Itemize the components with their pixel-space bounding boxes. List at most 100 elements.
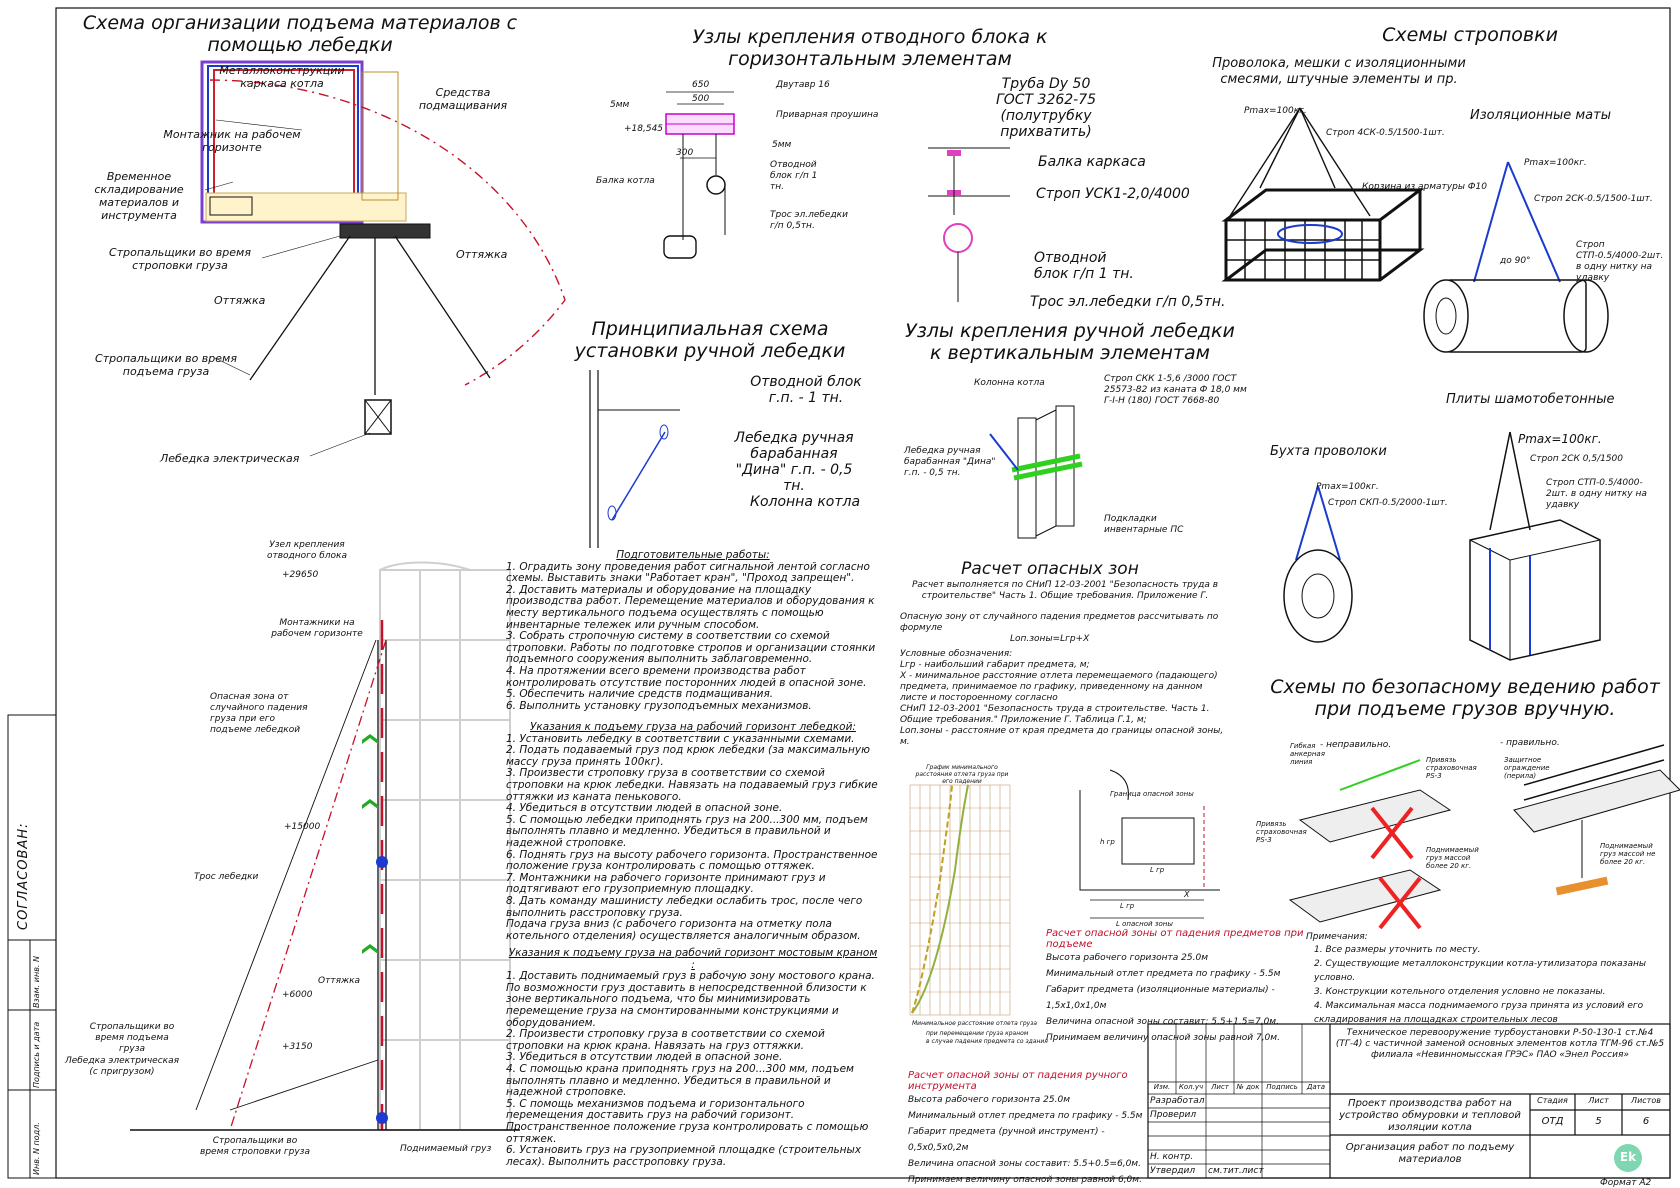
tb-approver: см.тит.лист [1208,1166,1264,1176]
tb-format: Формат A2 [1600,1178,1652,1188]
elev-danger: Опасная зона от случайного падения груза… [210,692,308,735]
elev-mark-3: +6000 [282,990,313,1000]
label-guy1: Оттяжка [456,248,508,261]
crane-item: 6. Установить груз на грузоприемной площ… [506,1144,862,1168]
elev-mark-2: +15000 [284,822,321,832]
plates-title: Плиты шамотобетонные [1446,392,1615,407]
prep-item: 5. Обеспечить наличие средств подмащиван… [506,688,774,701]
crane-instr-title: Указания к подъему груза на рабочий гори… [508,947,878,971]
danger-line: Lгр - наибольший габарит предмета, м; [900,660,1090,670]
winch-item: 2. Подать подаваемый груз под крюк лебед… [506,744,870,768]
manual-nodes-title: Узлы крепления ручной лебедки к вертикал… [905,320,1235,364]
graph-title: График минимального расстояния отлета гр… [915,764,1009,785]
danger-conditions: Условные обозначения: [900,649,1013,659]
safe-flex-line: Гибкая анкерная линия [1290,742,1325,766]
pmax-2: Pmax=100кг. [1524,158,1587,168]
winch-item: 3. Произвести строповку груза в соответс… [506,767,878,803]
elev-rope: Трос лебедки [194,872,259,882]
tb-role: Н. контр. [1150,1152,1194,1162]
crane-item: 2. Произвести строповку груза в соответс… [506,1028,825,1052]
label-sling-usk: Строп УСК1-2,0/4000 [1036,186,1190,202]
dim-500: 500 [692,94,710,104]
elev-slingers-sling: Стропальщики во время строповки груза [200,1136,310,1157]
crane-item: 4. С помощью крана приподнять груз на 20… [506,1062,854,1099]
elev-guy: Оттяжка [318,976,361,986]
safe-harness-2: Привязь страховочная PS-3 [1256,820,1307,844]
dim-weld1: 5мм [610,100,630,110]
tb-header-row: Изм. Кол.уч Лист № док Подпись Дата [1148,1083,1330,1094]
fig-lzone: L опасной зоны [1116,920,1173,928]
winch-item: 4. Убедиться в отсутствии людей в опасно… [506,802,783,815]
label-installer: Монтажник на рабочем горизонте [163,128,301,154]
label-node-sling: Строп СКК 1-5,6 /3000 ГОСТ 25573-82 из к… [1104,374,1247,406]
label-manual-winch: Лебедка ручная барабанная "Дина" г.п. - … [734,430,854,494]
danger-formula-intro: Опасную зону от случайного падения предм… [900,612,1219,633]
tb-sheet-hdr: Стадия [1537,1096,1568,1105]
load-line: Высота рабочего горизонта 25.0м [1046,953,1209,963]
label-strip: Приварная проушина [776,110,879,120]
elev-load: Поднимаемый груз [400,1144,492,1154]
dim-300: 300 [676,148,694,158]
load-line: Минимальный отлет предмета по графику - … [1046,969,1281,979]
note-item: 2. Существующие металлоконструкции котла… [1314,959,1646,983]
label-column: Колонна котла [750,494,861,510]
manual-winch-title: Принципиальная схема установки ручной ле… [574,318,846,362]
danger-basis: Расчет выполняется по СНиП 12-03-2001 "Б… [911,580,1219,601]
tb-sheet-header: Стадия Лист Листов [1530,1096,1670,1105]
elev-installers: Монтажники на рабочем горизонте [271,618,363,639]
prep-item: 6. Выполнить установку грузоподъемных ме… [506,699,812,712]
elev-slingers-lift: Стропальщики во время подъема груза [89,1022,175,1054]
fig-h: h гр [1100,838,1115,846]
label-node-winch: Лебедка ручная барабанная "Дина" г.п. - … [904,446,996,478]
label-manual-block: Отводной блок г.п. - 1 тн. [750,374,862,406]
side-vzam: Взам. инв. N [32,956,41,1008]
elev-mark-1: +29650 [282,570,319,580]
tb-sheet-hdr: Лист [1588,1096,1609,1105]
label-boiler-beam: Балка котла [596,176,655,186]
winch-item: Подача груза вниз (с рабочего горизонта … [506,918,861,942]
tb-role: Утвердил [1150,1166,1196,1176]
tb-doc: Проект производства работ на устройство … [1339,1098,1521,1133]
tool-line: Величина опасной зоны составит: 5.5+0.5=… [908,1159,1141,1169]
label-winch: Лебедка электрическая [160,452,300,465]
sling-6: Строп СТП-0.5/4000-2шт. в одну нитку на … [1546,478,1647,510]
sling-1: Строп 4СК-0.5/1500-1шт. [1326,128,1445,138]
tb-hdr: Кол.уч [1178,1083,1204,1091]
pulley-nodes-title: Узлы крепления отводного блока к горизон… [692,26,1048,70]
fig-lx: L гр [1120,902,1135,910]
tool-line: Высота рабочего горизонта 25.0м [908,1095,1071,1105]
safe-lift-title: Схемы по безопасному ведению работ при п… [1270,676,1660,720]
tool-line: Габарит предмета (ручной инструмент) - 0… [908,1127,1105,1153]
crane-item: 3. Убедиться в отсутствии людей в опасно… [506,1051,783,1064]
danger-line: СНиП 12-03-2001 "Безопасность труда в ст… [900,704,1210,725]
load-line: Габарит предмета (изоляционные материалы… [1046,985,1275,1011]
side-sign-date: Подпись и дата [32,1021,41,1088]
load-line: Принимаем величину опасной зоны равной 7… [1046,1033,1280,1043]
sling-5: Строп 2СК 0,5/1500 [1530,454,1624,464]
label-frame: Металлоконструкции каркаса котла [219,64,345,90]
winch-item: 8. Дать команду машинисту лебедки ослаби… [506,894,863,919]
dim-weld2: 5мм [772,140,792,150]
prep-item: 2. Доставить материалы и оборудование на… [506,583,875,631]
graph-legend: при перемещении груза краном в случае па… [926,1030,1066,1046]
crane-instructions: Указания к подъему груза на рабочий гори… [506,947,880,1168]
prep-item: 1. Оградить зону проведения работ сигнал… [506,560,870,585]
basket-label: Корзина из арматуры Ф10 [1362,182,1487,192]
danger-formula: Lоп.зоны=Lгр+X [1010,634,1090,644]
winch-item: 5. С помощью лебедки приподнять груз на … [506,813,868,849]
winch-instr-title: Указания к подъему груза на рабочий гори… [530,721,856,733]
danger-line: X - минимальное расстояние отлета переме… [900,671,1218,703]
load-calc: Расчет опасной зоны от падения предметов… [1046,928,1306,1046]
logo-ek: Ek [1619,1150,1637,1164]
side-inv-podl: Инв. N подл. [32,1122,41,1175]
fig-l: L гр [1150,866,1165,874]
sling-3: Строп СТП-0.5/4000-2шт. в одну нитку на … [1576,240,1664,283]
tb-sheet-name: Организация работ по подъему материалов [1345,1142,1515,1165]
winch-item: 1. Установить лебедку в соответствии с у… [506,732,855,745]
label-scaffold: Средства подмащивания [418,86,508,112]
tb-hdr: Дата [1306,1083,1326,1091]
tb-sheet: 5 [1595,1116,1602,1127]
tool-line: Минимальный отлет предмета по графику - … [908,1111,1143,1121]
coil-title: Бухта проволоки [1270,444,1387,459]
